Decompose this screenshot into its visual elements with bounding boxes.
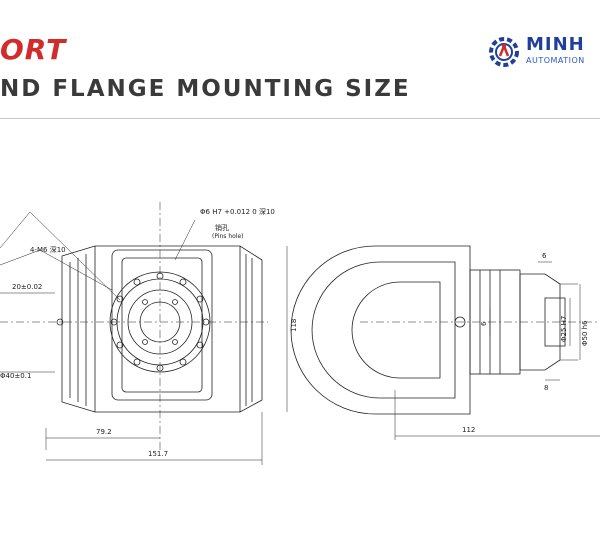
technical-drawing: Φ6 H7 +0.012 0 深10 销孔 (Pins hole) 4-M6 深…	[0, 202, 600, 465]
dim-6-top: 6	[542, 252, 547, 260]
dim-79: 79.2	[96, 428, 112, 436]
thread-note: 4-M6 深10	[30, 245, 66, 254]
pin-hole-cn-label: 销孔	[215, 223, 229, 232]
dim-phi50: Φ50 h6	[581, 320, 589, 346]
pin-hole-en-label: (Pins hole)	[212, 233, 244, 240]
dim-h-6: 6	[480, 321, 488, 326]
page-title: ND FLANGE MOUNTING SIZE	[0, 76, 411, 102]
gear-robot-logo-icon	[489, 37, 519, 67]
side-view	[290, 245, 600, 440]
dim-height-118: 118	[290, 319, 298, 332]
front-view	[0, 202, 288, 465]
dim-phi25: Φ25 H7	[560, 316, 568, 342]
logo-subtitle: AUTOMATION	[526, 56, 585, 65]
company-logo: MINH AUTOMATION	[486, 32, 600, 72]
dim-8: 8	[544, 384, 548, 392]
brand-wordmark-partial: ORT	[0, 33, 67, 66]
dim-phi40: Φ40±0.1	[0, 372, 31, 380]
pin-hole-note: Φ6 H7 +0.012 0 深10	[200, 207, 275, 216]
header-divider	[0, 118, 600, 119]
dim-20: 20±0.02	[12, 283, 42, 291]
dim-151: 151.7	[148, 450, 168, 458]
logo-name: MINH	[526, 34, 585, 55]
dim-112: 112	[462, 426, 475, 434]
bolt-holes	[110, 272, 210, 372]
